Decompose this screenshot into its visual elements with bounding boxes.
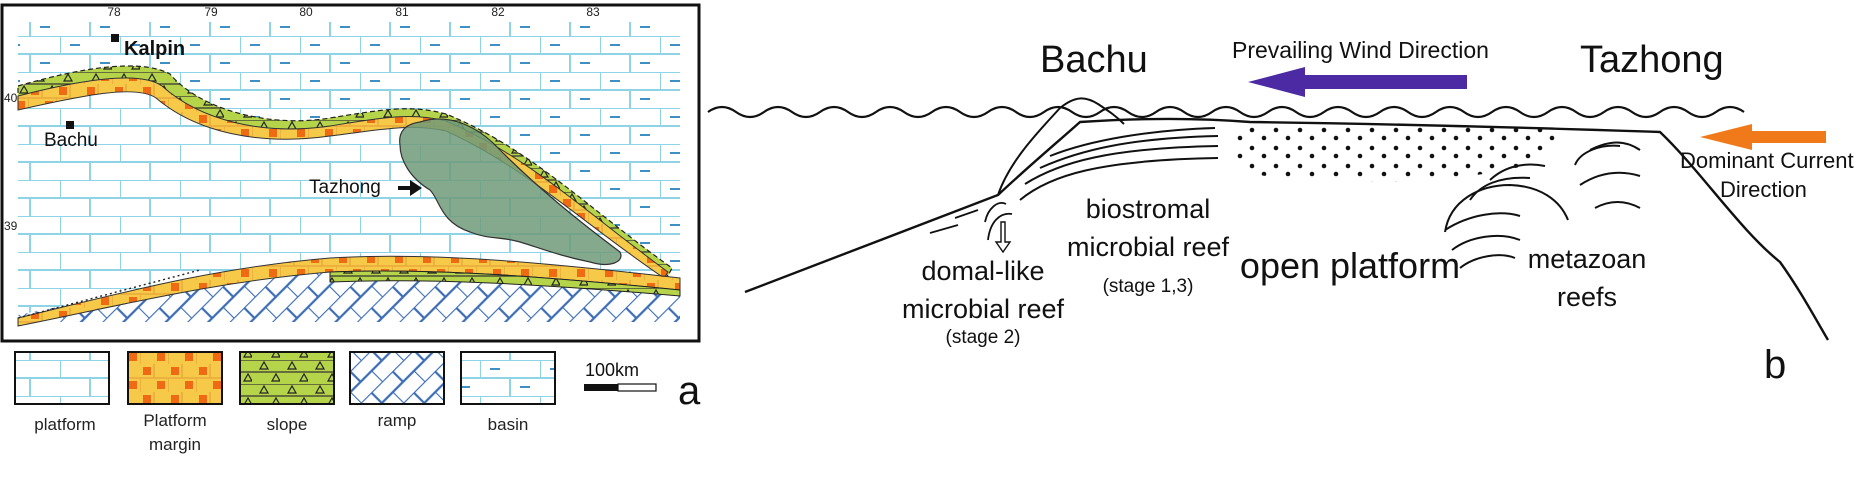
latitude-ticks: 40 39	[4, 91, 18, 233]
scale-bar-label: 100km	[585, 360, 639, 380]
legend-swatch-platform	[14, 351, 110, 405]
platform-area	[18, 69, 672, 312]
tazhong-uplift	[399, 118, 622, 265]
domal-label-1: domal-like	[921, 256, 1044, 286]
wind-arrow-icon	[1248, 67, 1467, 97]
tazhong-map-label: Tazhong	[309, 177, 381, 198]
panel-a-label: a	[678, 369, 701, 413]
legend-label-basin: basin	[488, 415, 529, 434]
legend-label-platform: platform	[34, 415, 95, 434]
current-label-2: Direction	[1720, 177, 1807, 202]
current-arrow-icon	[1700, 124, 1826, 150]
cross-section-panel: Bachu Tazhong Prevailing Wind Direction …	[707, 37, 1854, 387]
bio-label-2: microbial reef	[1067, 232, 1230, 262]
domal-label-2: microbial reef	[902, 294, 1065, 324]
legend-label-slope: slope	[267, 415, 308, 434]
lon-80: 80	[299, 5, 313, 19]
lat-40: 40	[4, 91, 18, 105]
bachu-map-label: Bachu	[44, 130, 98, 151]
panel-b-label: b	[1764, 343, 1786, 387]
lon-78: 78	[107, 5, 121, 19]
bio-label-1: biostromal	[1086, 194, 1211, 224]
lat-39: 39	[4, 219, 18, 233]
legend-swatch-ramp	[349, 351, 445, 405]
tazhong-arrow-icon	[398, 180, 422, 196]
metazoan-label-1: metazoan	[1528, 244, 1647, 274]
lon-81: 81	[395, 5, 409, 19]
metazoan-label-2: reefs	[1557, 282, 1617, 312]
kalpin-label: Kalpin	[124, 38, 185, 60]
domal-arrow-icon	[994, 221, 1012, 254]
map-panel: 78 79 80 81 82 83 40 39 Kalpin Bachu Taz…	[0, 3, 701, 454]
lon-79: 79	[204, 5, 218, 19]
kalpin-marker	[111, 34, 119, 42]
lon-83: 83	[586, 5, 600, 19]
south-slope-belt	[329, 270, 681, 297]
longitude-ticks: 78 79 80 81 82 83	[107, 5, 600, 19]
metazoan-reef-marks	[1444, 141, 1641, 269]
lon-82: 82	[491, 5, 505, 19]
domal-label-3: (stage 2)	[946, 327, 1021, 348]
open-platform-dots	[1235, 122, 1560, 182]
tazhong-title: Tazhong	[1580, 39, 1724, 81]
scale-bar: 100km	[584, 360, 657, 392]
wind-label: Prevailing Wind Direction	[1232, 37, 1489, 63]
bachu-title: Bachu	[1040, 39, 1148, 81]
open-platform-label: open platform	[1240, 245, 1460, 286]
bio-label-3: (stage 1,3)	[1103, 276, 1194, 297]
legend-label-margin: Platform	[143, 411, 206, 430]
sea-surface-wave	[707, 105, 1745, 119]
domal-reef-marks	[929, 202, 1013, 241]
legend-swatch-basin	[460, 351, 556, 405]
legend: platform Platform margin slope ramp basi…	[14, 351, 556, 454]
legend-label-margin-2: margin	[149, 435, 201, 454]
biostromal-layers	[1019, 127, 1219, 201]
legend-swatch-margin	[127, 351, 223, 405]
bachu-marker	[66, 121, 74, 129]
current-label-1: Dominant Current	[1680, 148, 1854, 173]
legend-label-ramp: ramp	[378, 411, 417, 430]
legend-swatch-slope	[239, 351, 335, 405]
